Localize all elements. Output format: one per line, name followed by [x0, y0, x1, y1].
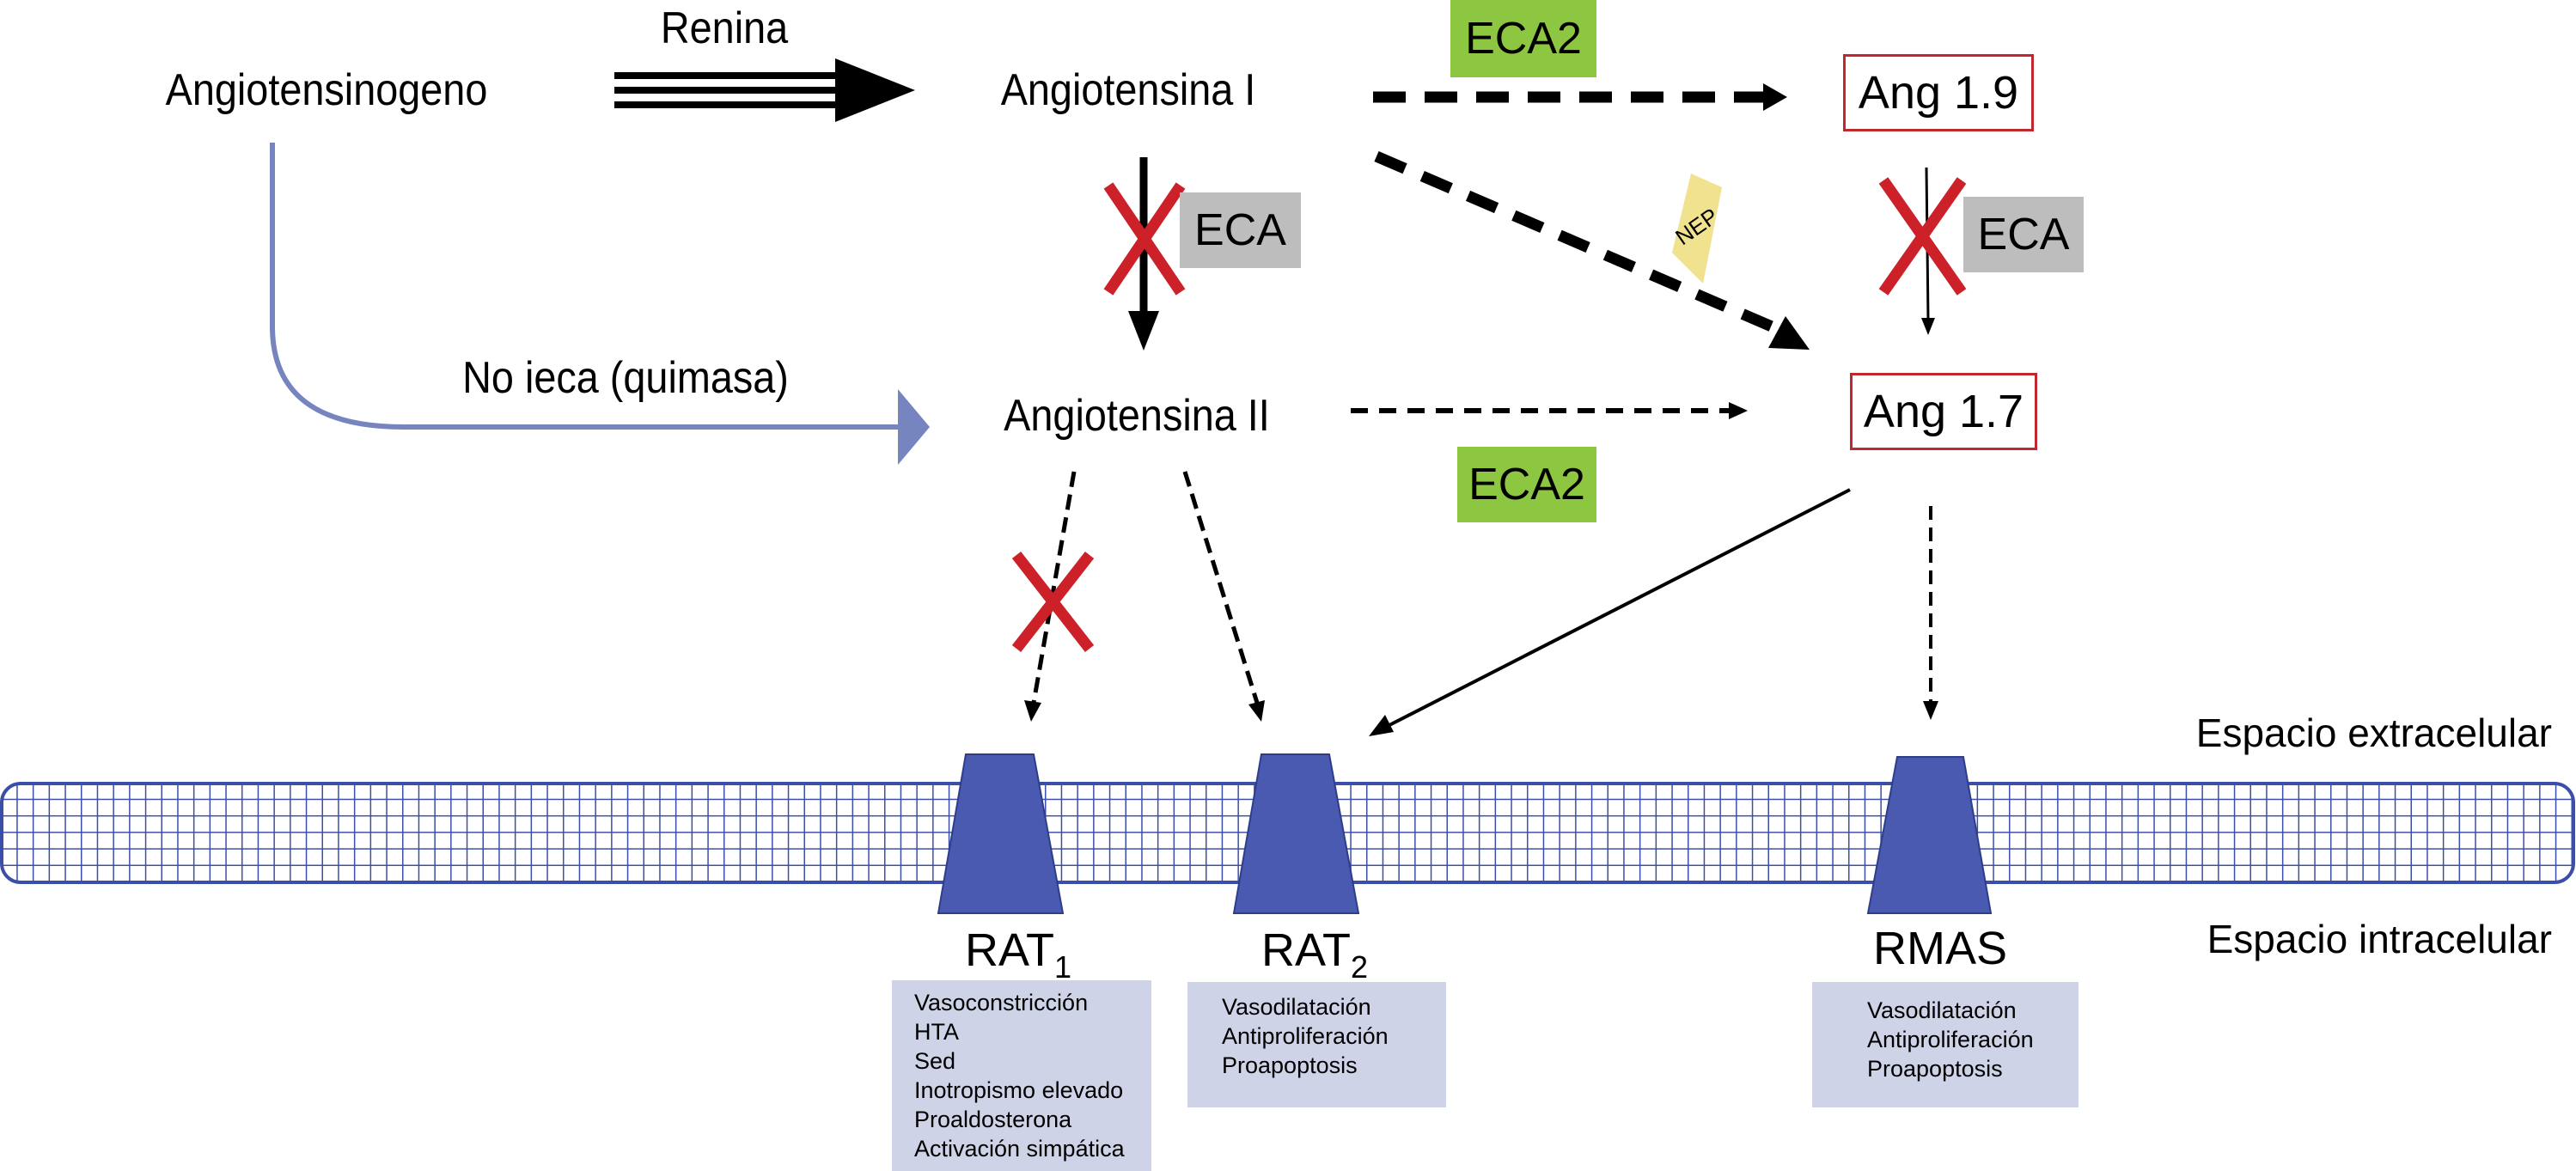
effect-item: Inotropismo elevado	[914, 1077, 1124, 1103]
node-angiotensina-i: Angiotensina I	[1000, 65, 1256, 115]
receptor-rat1	[937, 753, 1065, 914]
receptor-rat2	[1232, 753, 1360, 914]
receptor-rmas	[1866, 756, 1993, 914]
effect-item: Antiproliferación	[1867, 1027, 2034, 1052]
rat1-effects-box: Vasoconstricción HTA Sed Inotropismo ele…	[892, 980, 1151, 1171]
effect-item: Vasoconstricción	[914, 990, 1089, 1015]
effect-item: Antiproliferación	[1222, 1023, 1389, 1049]
node-ang-1-9: Ang 1.9	[1843, 54, 2034, 131]
effect-item: Activación simpática	[914, 1136, 1125, 1162]
receptor-rat1-name: RAT	[964, 924, 1054, 976]
node-ang-1-7-label: Ang 1.7	[1863, 386, 2024, 437]
enzyme-eca2-top: ECA2	[1450, 0, 1596, 77]
enzyme-eca-left-label: ECA	[1194, 205, 1286, 255]
eca2-arrow-angii-to-ang17	[1351, 402, 1748, 419]
receptor-rat1-sub: 1	[1053, 949, 1072, 985]
enzyme-renina-label: Renina	[660, 3, 789, 53]
block-x-rat1	[1011, 552, 1095, 652]
rmas-effects-box: Vasodilatación Antiproliferación Proapop…	[1812, 982, 2079, 1107]
arrow-ang17-to-rat2	[1369, 488, 1851, 736]
receptor-rat2-label: RAT2	[1261, 924, 1368, 985]
renina-arrow	[614, 58, 915, 122]
chymase-path-label: No ieca (quimasa)	[462, 353, 789, 403]
arrow-angii-to-rat1	[1024, 471, 1077, 722]
enzyme-eca-right-label: ECA	[1977, 210, 2070, 259]
effect-item: HTA	[914, 1019, 959, 1045]
effect-item: Vasodilatación	[1867, 997, 2017, 1023]
enzyme-eca2-bottom-label: ECA2	[1468, 460, 1585, 509]
effect-item: Proapoptosis	[1867, 1056, 2003, 1082]
extracellular-space-label: Espacio extracelular	[2195, 711, 2552, 755]
receptor-rat2-name: RAT	[1261, 924, 1351, 976]
node-angiotensinogeno: Angiotensinogeno	[165, 65, 488, 115]
effect-item: Proapoptosis	[1222, 1052, 1358, 1078]
receptor-rmas-name: RMAS	[1872, 923, 2008, 974]
receptor-rat1-label: RAT1	[965, 924, 1071, 985]
enzyme-eca2-bottom: ECA2	[1457, 447, 1596, 522]
block-x-eca-right	[1878, 177, 1967, 296]
node-ang-1-7: Ang 1.7	[1850, 373, 2037, 450]
receptor-rmas-label: RMAS	[1873, 922, 2007, 975]
arrow-angii-to-rat2	[1182, 471, 1265, 722]
node-angiotensina-ii: Angiotensina II	[1004, 391, 1270, 441]
receptor-rat2-sub: 2	[1350, 949, 1369, 985]
nep-arrow-to-ang17	[1374, 151, 1810, 350]
enzyme-eca-right: ECA	[1963, 197, 2084, 272]
block-x-eca-left	[1103, 182, 1186, 296]
chymase-path-arrow	[270, 143, 930, 465]
eca2-arrow-to-ang19	[1373, 83, 1787, 111]
effect-item: Proaldosterona	[914, 1107, 1072, 1132]
enzyme-eca2-top-label: ECA2	[1465, 14, 1582, 64]
enzyme-eca-left: ECA	[1180, 192, 1301, 268]
node-ang-1-9-label: Ang 1.9	[1858, 67, 2019, 119]
effect-item: Vasodilatación	[1222, 994, 1371, 1020]
effect-item: Sed	[914, 1048, 956, 1074]
arrow-ang17-to-rmas	[1923, 506, 1938, 720]
rat2-effects-box: Vasodilatación Antiproliferación Proapop…	[1187, 982, 1446, 1107]
intracellular-space-label: Espacio intracelular	[2207, 917, 2552, 961]
nep-tag	[1672, 174, 1722, 284]
